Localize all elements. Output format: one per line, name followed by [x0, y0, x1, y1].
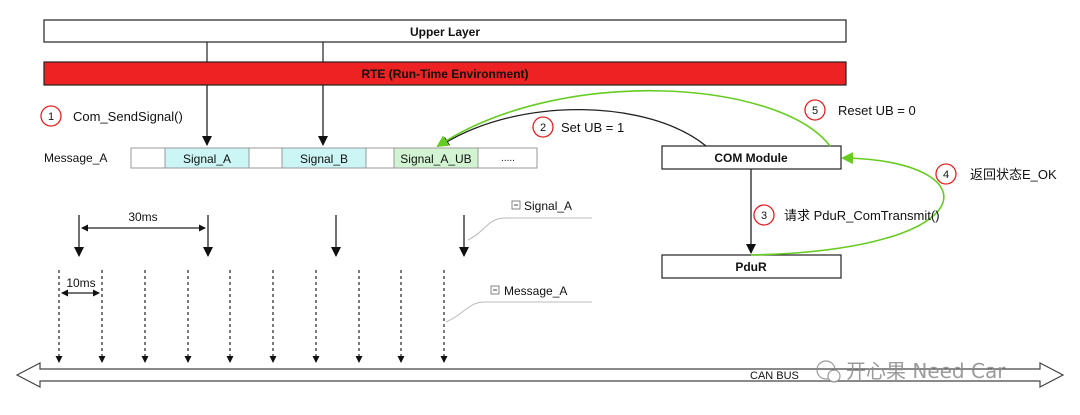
period-30ms-label: 30ms	[128, 210, 157, 224]
pdur-label: PduR	[735, 260, 767, 274]
step-3-label: 请求 PduR_ComTransmit()	[784, 208, 940, 223]
can-bus-arrow	[15, 362, 1065, 388]
message-cell	[130, 147, 166, 169]
step-2-label: Set UB = 1	[561, 120, 624, 135]
cell-more-label: .....	[501, 153, 515, 164]
message-label: Message_A	[44, 151, 107, 165]
step-1: 1 Com_SendSignal()	[40, 105, 183, 127]
svg-text:4: 4	[943, 169, 949, 181]
step-4-label: 返回状态E_OK	[970, 167, 1057, 182]
can-bus-label: CAN BUS	[750, 370, 799, 382]
period-10ms-label: 10ms	[66, 276, 95, 290]
legend-signal-a: Signal_A	[467, 199, 592, 241]
step-1-label: Com_SendSignal()	[73, 109, 183, 124]
cell-signal-a-ub-label: Signal_A_UB	[400, 152, 471, 166]
arrow-set-ub	[439, 108, 707, 147]
legend-message-a: Message_A	[445, 284, 592, 323]
legend-message-a-label: Message_A	[504, 284, 567, 298]
step-5-label: Reset UB = 0	[838, 103, 916, 118]
watermark: 开心果 Need Car	[816, 359, 1006, 383]
arrow-reset-ub	[436, 90, 831, 148]
cell-signal-a-label: Signal_A	[183, 152, 231, 166]
pdur-box: PduR	[661, 254, 842, 279]
arrow-return-ok	[750, 152, 945, 256]
com-module-label: COM Module	[714, 151, 788, 165]
message-cell	[248, 147, 283, 169]
svg-text:2: 2	[540, 122, 546, 134]
step-2: 2 Set UB = 1	[532, 116, 624, 138]
message-events	[55, 270, 448, 363]
com-module-box: COM Module	[661, 145, 842, 170]
legend-signal-a-label: Signal_A	[524, 199, 572, 213]
upper-layer-box: Upper Layer	[43, 19, 847, 43]
step-3: 3 请求 PduR_ComTransmit()	[753, 204, 940, 226]
cell-signal-b-label: Signal_B	[300, 152, 348, 166]
rte-label: RTE (Run-Time Environment)	[361, 67, 528, 81]
svg-text:3: 3	[761, 210, 767, 222]
svg-text:5: 5	[812, 105, 818, 117]
message-frame	[130, 147, 538, 169]
step-5: 5 Reset UB = 0	[804, 99, 916, 121]
rte-box: RTE (Run-Time Environment)	[43, 61, 847, 86]
step-4: 4 返回状态E_OK	[935, 163, 1057, 185]
message-cell	[365, 147, 395, 169]
upper-layer-label: Upper Layer	[410, 25, 480, 39]
svg-text:1: 1	[48, 111, 54, 123]
signal-events	[74, 215, 469, 257]
message-cell-more	[477, 147, 538, 169]
watermark-text: 开心果 Need Car	[846, 359, 1006, 383]
